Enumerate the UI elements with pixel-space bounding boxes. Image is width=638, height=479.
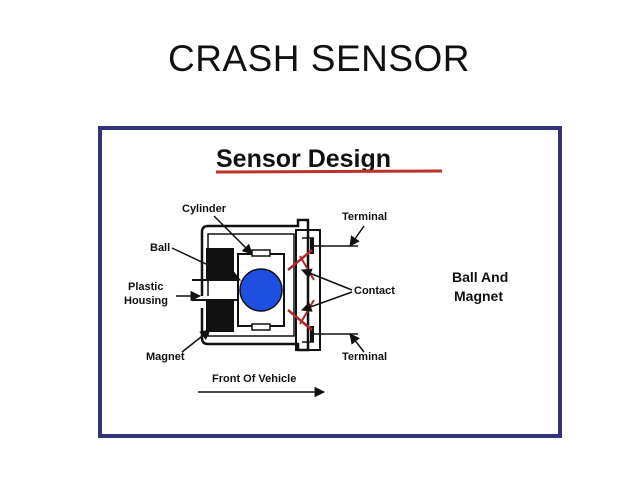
contact-arms [287,249,313,331]
label-contact: Contact [354,285,395,297]
terminal-post-top [310,238,314,254]
magnet-bottom [206,300,234,332]
label-ball: Ball [150,242,170,254]
arrow-terminal-top [349,225,365,247]
cylinder-cap-top [251,249,271,257]
label-cylinder: Cylinder [182,203,227,215]
arrow-ball [171,247,241,281]
slide-title: CRASH SENSOR [167,38,471,79]
housing-outline [200,218,310,352]
ball [239,268,283,312]
terminal-post-bottom [310,326,314,342]
arrow-cylinder [213,215,253,255]
arrow-magnet [181,329,211,353]
shaft [192,279,239,301]
arrow-contact-top [301,268,353,291]
label-magnet: Magnet [146,351,185,363]
diagram-frame: Sensor Design Cylinder Ball Plast [98,126,562,438]
sensor-diagram: Sensor Design Cylinder Ball Plast [124,145,508,398]
label-housing: Housing [124,295,168,307]
label-front-of-vehicle: Front Of Vehicle [212,373,296,385]
cylinder-cap-bottom [251,323,271,331]
label-terminal-top: Terminal [342,211,387,223]
heading-underline [215,169,443,174]
arrow-contact-bottom [301,291,353,312]
label-magnet-right: Magnet [454,288,503,304]
label-plastic: Plastic [128,281,163,293]
label-ball-and: Ball And [452,269,508,285]
diagram-heading: Sensor Design [216,145,391,173]
contact-housing [295,229,321,351]
label-terminal-bottom: Terminal [342,351,387,363]
arrow-terminal-bottom [349,333,365,353]
